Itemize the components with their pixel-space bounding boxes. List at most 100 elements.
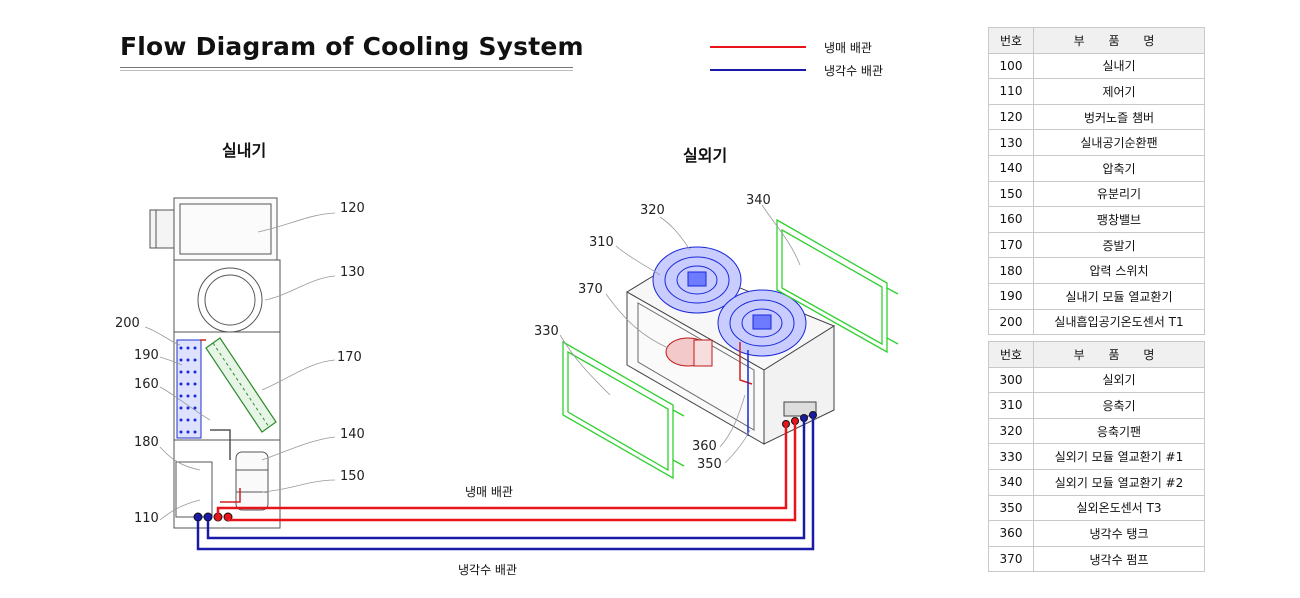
callout-130: 130 [340,265,365,280]
part-name: 냉각수 탱크 [1033,520,1205,547]
callout-120: 120 [340,201,365,216]
indoor-heat-exchanger [176,339,202,439]
part-number: 100 [988,52,1034,80]
callout-110: 110 [134,511,159,526]
column-header-number: 번호 [988,341,1034,368]
title-underline [120,67,573,68]
indoor-unit-label: 실내기 [222,141,267,160]
callout-190: 190 [134,348,159,363]
part-name: 실내흡입공기온도센서 T1 [1033,308,1205,336]
coolant-pipes [196,417,815,551]
part-name: 증발기 [1033,231,1205,259]
indoor-piping [200,339,241,503]
part-name: 응축기팬 [1033,417,1205,445]
part-number: 350 [988,494,1034,522]
column-header-number: 번호 [988,27,1034,54]
part-number: 180 [988,257,1034,284]
legend-refrigerant-line [710,46,806,48]
outdoor-heat-exchanger-2 [776,218,899,354]
callout-140: 140 [340,427,365,442]
part-number: 320 [988,417,1034,445]
callout-150: 150 [340,469,365,484]
part-name: 실외기 모듈 열교환기 #2 [1033,468,1205,496]
callout-310: 310 [589,235,614,250]
part-name: 실내기 [1033,52,1205,80]
part-name: 실외기 모듈 열교환기 #1 [1033,443,1205,470]
legend-refrigerant-label: 냉매 배관 [824,41,872,55]
part-number: 170 [988,231,1034,259]
part-name: 팽창밸브 [1033,206,1205,233]
table-header-row: 번호 부 품 명 [988,341,1205,368]
callout-330: 330 [534,324,559,339]
part-number: 130 [988,129,1034,156]
part-name: 압력 스위치 [1033,257,1205,284]
callout-180: 180 [134,435,159,450]
part-name: 제어기 [1033,78,1205,105]
part-number: 140 [988,154,1034,182]
callout-170: 170 [337,350,362,365]
part-number: 150 [988,180,1034,208]
legend-coolant-label: 냉각수 배관 [824,64,884,78]
callout-320: 320 [640,203,665,218]
part-name: 응축기 [1033,392,1205,419]
column-header-part-name: 부 품 명 [1033,341,1205,368]
part-name: 실내공기순환팬 [1033,129,1205,156]
coolant-pipe-label: 냉각수 배관 [458,563,518,577]
part-number: 330 [988,443,1034,470]
part-number: 200 [988,308,1034,336]
part-name: 냉각수 펌프 [1033,545,1205,573]
refrigerant-pipe-label: 냉매 배관 [465,485,513,499]
part-name: 실외기 [1033,366,1205,394]
table-header-row: 번호 부 품 명 [988,27,1205,54]
indoor-unit [149,197,281,529]
column-header-part-name: 부 품 명 [1033,27,1205,54]
part-number: 310 [988,392,1034,419]
part-number: 110 [988,78,1034,105]
callout-360: 360 [692,439,717,454]
outdoor-unit-label: 실외기 [683,146,728,165]
part-number: 120 [988,103,1034,131]
callout-350: 350 [697,457,722,472]
callout-200: 200 [115,316,140,331]
part-number: 340 [988,468,1034,496]
part-name: 실외온도센서 T3 [1033,494,1205,522]
title-underline-secondary [120,70,573,71]
leader-lines [144,204,801,521]
part-name: 압축기 [1033,154,1205,182]
refrigerant-pipes [216,423,797,522]
outdoor-heat-exchanger-1 [562,340,685,480]
evaporator-coil [205,337,277,433]
part-name: 유분리기 [1033,180,1205,208]
part-name: 벙커노즐 챔버 [1033,103,1205,131]
diagram-title: Flow Diagram of Cooling System [120,32,584,61]
callout-340: 340 [746,193,771,208]
part-name: 실내기 모듈 열교환기 [1033,282,1205,310]
part-number: 360 [988,520,1034,547]
outdoor-internal-piping [739,342,753,436]
part-number: 160 [988,206,1034,233]
condenser-fans [652,246,807,357]
legend-coolant-line [710,69,806,71]
part-number: 370 [988,545,1034,573]
